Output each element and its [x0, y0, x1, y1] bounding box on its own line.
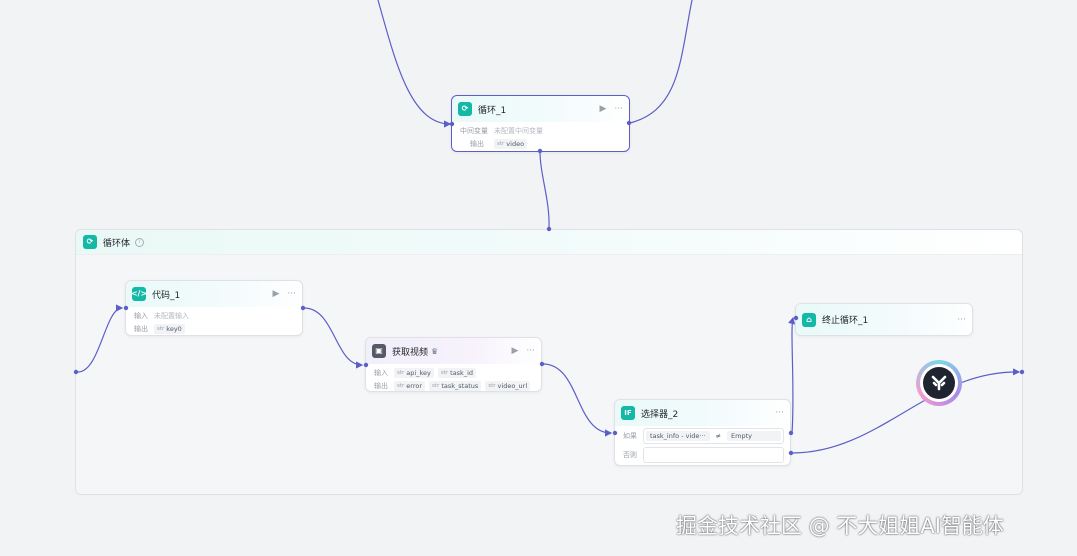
selector-node[interactable]: IF 选择器_2 ··· 如果 task_info - vide··· ≠ Em…	[614, 399, 791, 466]
code-input-label: 输入	[134, 312, 148, 320]
loop-body-icon: ⟳	[83, 235, 97, 249]
loop-body-container[interactable]: ⟳ 循环体 i	[75, 229, 1023, 495]
get-video-output-label: 输出	[374, 382, 388, 390]
more-icon[interactable]: ···	[775, 408, 784, 418]
ai-assistant-button[interactable]	[916, 360, 962, 406]
crown-icon: ♛	[431, 346, 439, 356]
stop-loop-icon: ⌂	[802, 312, 816, 327]
loop-icon: ⟳	[458, 102, 472, 116]
selector-if-label: 如果	[623, 432, 637, 440]
loop-node-actions: ▶ ···	[599, 104, 623, 114]
run-icon[interactable]: ▶	[272, 289, 280, 299]
get-video-node-actions: ▶ ···	[511, 346, 535, 356]
more-icon[interactable]: ···	[614, 104, 623, 114]
stop-loop-node-actions: ···	[957, 315, 966, 325]
loop-node-title: 循环_1	[478, 105, 507, 116]
code-output-label: 输出	[134, 325, 148, 333]
stop-loop-node[interactable]: ⌂ 终止循环_1 ···	[795, 303, 973, 336]
condition-operator[interactable]: ≠	[715, 432, 722, 440]
get-video-node-header: ▣ 获取视频 ♛ ▶ ···	[366, 338, 541, 364]
watermark: 掘金技术社区 @ 不大姐姐AI智能体	[676, 514, 1004, 538]
code-node-header: </> 代码_1 ▶ ···	[126, 281, 302, 307]
code-node-input-row: 输入 未配置输入	[126, 309, 302, 322]
run-icon[interactable]: ▶	[599, 104, 607, 114]
selector-node-header: IF 选择器_2 ···	[615, 400, 790, 426]
selector-else-label: 否则	[623, 451, 637, 459]
condition-right-operand[interactable]: Empty	[727, 431, 781, 441]
code-node-title: 代码_1	[152, 290, 181, 301]
edge-loop-to-body	[539, 150, 550, 229]
code-icon: </>	[131, 287, 147, 301]
edge-top-left-into-loop	[377, 0, 452, 128]
run-icon[interactable]: ▶	[511, 346, 519, 356]
stop-loop-node-title: 终止循环_1	[822, 316, 869, 326]
loop-body-title: 循环体	[103, 238, 131, 249]
assistant-logo-icon	[923, 367, 955, 399]
selector-node-actions: ···	[775, 408, 784, 418]
edge-loop-to-top-right	[629, 0, 693, 124]
loop-body-header: ⟳ 循环体 i	[76, 230, 1022, 255]
more-icon[interactable]: ···	[957, 314, 966, 325]
loop-node-variables-row: 中间变量 未配置中间变量	[452, 124, 629, 137]
selector-node-title: 选择器_2	[641, 409, 679, 420]
if-icon: IF	[621, 406, 635, 420]
get-video-node-title: 获取视频	[392, 347, 429, 358]
selector-if-row: 如果 task_info - vide··· ≠ Empty	[615, 426, 790, 445]
loop-variables-label: 中间变量	[460, 127, 488, 135]
loop-output-label: 输出	[470, 140, 484, 148]
condition-left-operand[interactable]: task_info - vide···	[646, 431, 710, 441]
loop-node-header: ⟳ 循环_1 ▶ ···	[452, 96, 629, 122]
plugin-icon: ▣	[372, 344, 386, 358]
code-input-value: 未配置输入	[154, 312, 189, 320]
more-icon[interactable]: ···	[287, 289, 296, 299]
stop-loop-node-header: ⌂ 终止循环_1 ···	[796, 304, 972, 335]
get-video-input-label: 输入	[374, 369, 388, 377]
code-node-actions: ▶ ···	[272, 289, 296, 299]
selector-condition[interactable]: task_info - vide··· ≠ Empty	[643, 428, 784, 444]
more-icon[interactable]: ···	[526, 346, 535, 356]
info-icon[interactable]: i	[135, 237, 145, 247]
selector-else-row: 否则	[615, 445, 790, 464]
selector-else-branch[interactable]	[643, 447, 784, 463]
loop-variables-value: 未配置中间变量	[494, 127, 543, 135]
